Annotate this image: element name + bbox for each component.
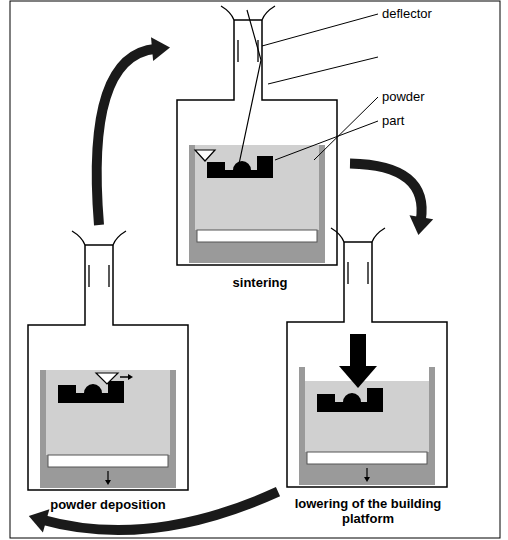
arrow-head bbox=[29, 509, 50, 532]
laser-beam bbox=[239, 10, 261, 164]
powder-deposition-chamber bbox=[28, 231, 188, 490]
stage-caption: lowering of the building platform bbox=[293, 496, 443, 526]
arrow-shaft bbox=[97, 49, 156, 225]
chamber-stage: powder deposition bbox=[18, 225, 198, 516]
part-label: part bbox=[382, 113, 404, 128]
lowering-chamber bbox=[287, 228, 447, 487]
arrow-head bbox=[151, 37, 170, 61]
frame bbox=[10, 1, 500, 538]
cycle-arrow bbox=[97, 37, 170, 225]
arrow-shaft bbox=[350, 164, 422, 222]
stage-caption: sintering bbox=[175, 275, 345, 290]
part-label: deflector bbox=[382, 6, 432, 21]
part-label: powder bbox=[382, 89, 425, 104]
cycle-arrow bbox=[350, 164, 433, 236]
sintering-chamber bbox=[177, 6, 337, 265]
stage-caption: powder deposition bbox=[23, 497, 193, 512]
chamber-stage: sintering bbox=[170, 4, 350, 294]
arrow-head bbox=[410, 215, 434, 235]
chamber-stage: lowering of the building platform bbox=[278, 235, 458, 530]
leader-lines bbox=[262, 14, 378, 160]
